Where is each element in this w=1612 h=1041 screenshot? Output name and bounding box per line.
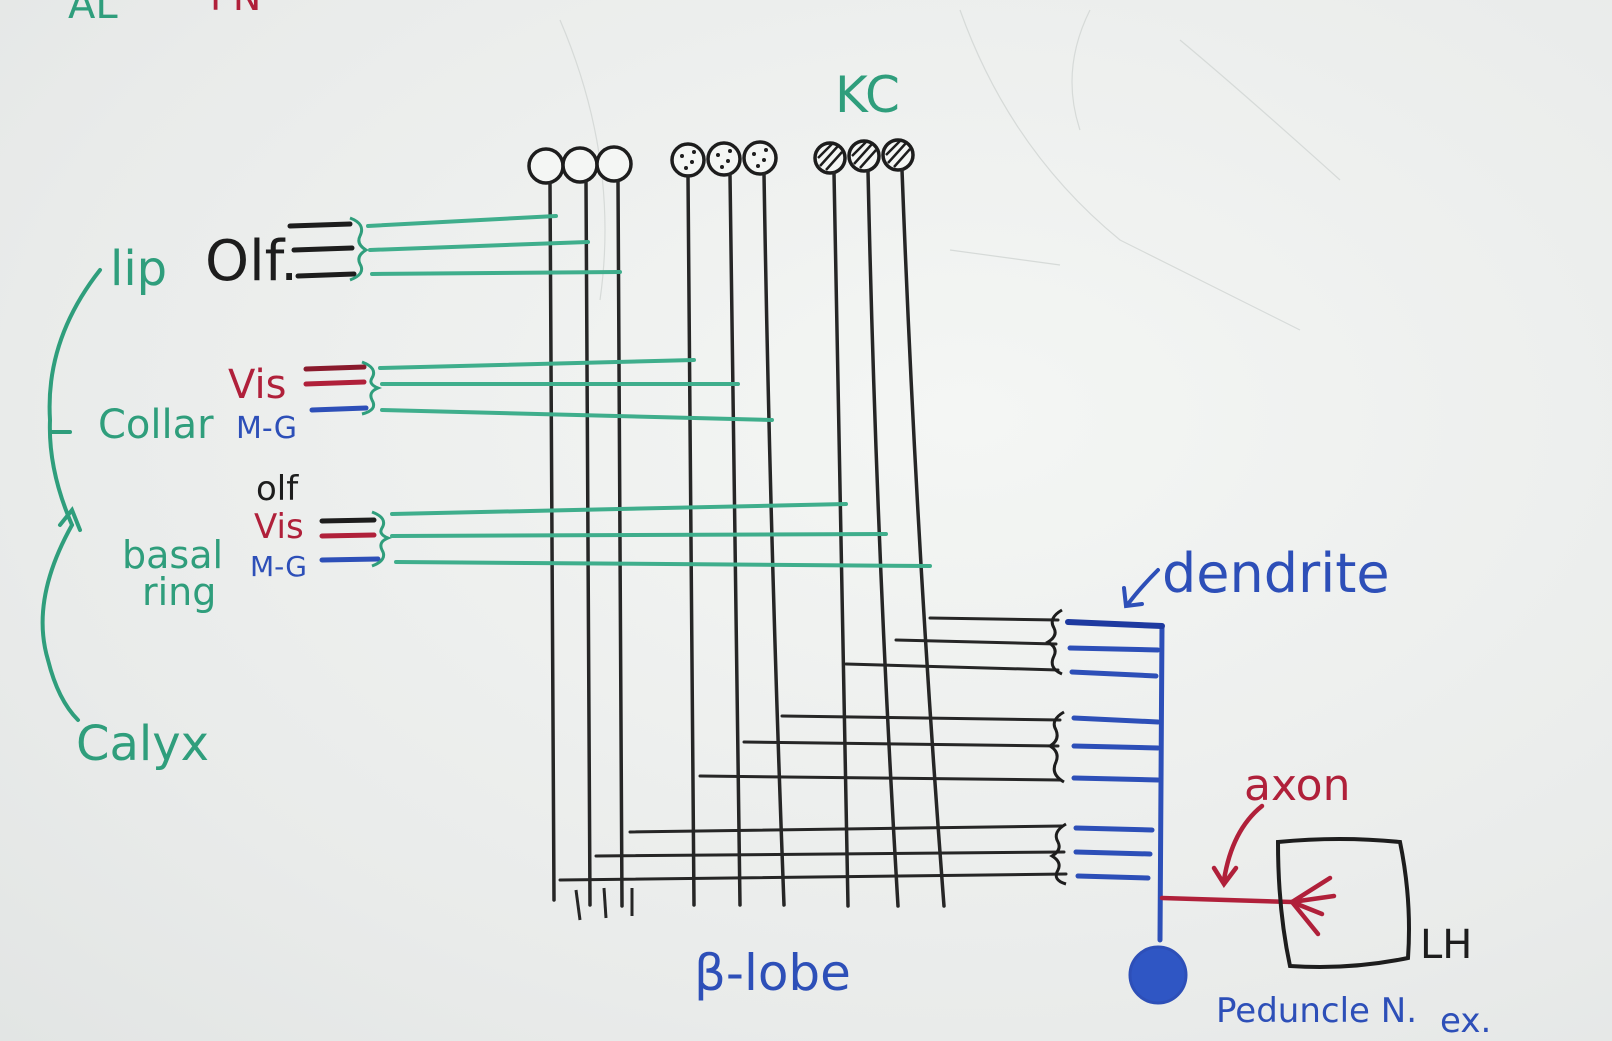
- input-braces: [349, 216, 393, 568]
- axon-to-lh: [1159, 803, 1337, 937]
- output-neuron-soma: [1128, 945, 1188, 1005]
- axon-label: axon: [1244, 760, 1350, 811]
- kc-soma-4: [670, 142, 706, 178]
- kc-soma-5: [706, 141, 742, 177]
- input-stubs: [287, 221, 381, 563]
- kc-soma-2: [561, 146, 599, 184]
- top-fragment-pn: PN: [210, 0, 261, 19]
- input-collar-mg-label: M-G: [236, 411, 297, 446]
- input-basal-vis-label: Vis: [254, 507, 304, 547]
- lh-box: [1275, 837, 1411, 969]
- input-lip-olf-label: Olf.: [205, 229, 298, 294]
- calyx-label: Calyx: [76, 716, 209, 772]
- kc-somata-hatched: [813, 138, 915, 175]
- kc-soma-6: [742, 140, 778, 176]
- ex-label: ex.: [1440, 1001, 1491, 1041]
- calyx-basal-label: basal: [122, 533, 223, 577]
- kc-soma-3: [595, 145, 633, 183]
- kc-somata-open: [527, 145, 633, 185]
- calyx-ring-label: ring: [142, 570, 216, 614]
- dendrite-label: dendrite: [1162, 542, 1390, 605]
- input-collar-vis-label: Vis: [228, 362, 286, 408]
- dendrite-arrow: [1122, 568, 1160, 609]
- kc-soma-9: [881, 138, 915, 172]
- calyx-collar-label: Collar: [98, 402, 214, 448]
- calyx-lip-label: lip: [110, 241, 167, 297]
- top-fragment-al: AL: [68, 0, 118, 28]
- calyx-bracket: [40, 268, 102, 722]
- kc-soma-8: [847, 139, 881, 173]
- mbon-braces: [1045, 608, 1067, 886]
- kc-somata-dotted: [670, 140, 778, 178]
- kc-soma-7: [813, 141, 847, 175]
- kc-label: KC: [835, 66, 900, 124]
- input-basal-olf-label: olf: [256, 469, 299, 509]
- peduncle-label: Peduncle N.: [1216, 991, 1417, 1031]
- beta-lobe-label: β-lobe: [694, 944, 851, 1002]
- kc-axons: [548, 168, 946, 908]
- axon-end-ticks: [574, 887, 634, 921]
- output-neuron: [1065, 619, 1165, 943]
- kc-soma-1: [527, 147, 565, 185]
- kc-to-mbon-fibers: [558, 616, 1068, 882]
- lh-label: LH: [1420, 922, 1472, 968]
- input-basal-mg-label: M-G: [250, 550, 307, 583]
- input-fibers: [366, 214, 932, 568]
